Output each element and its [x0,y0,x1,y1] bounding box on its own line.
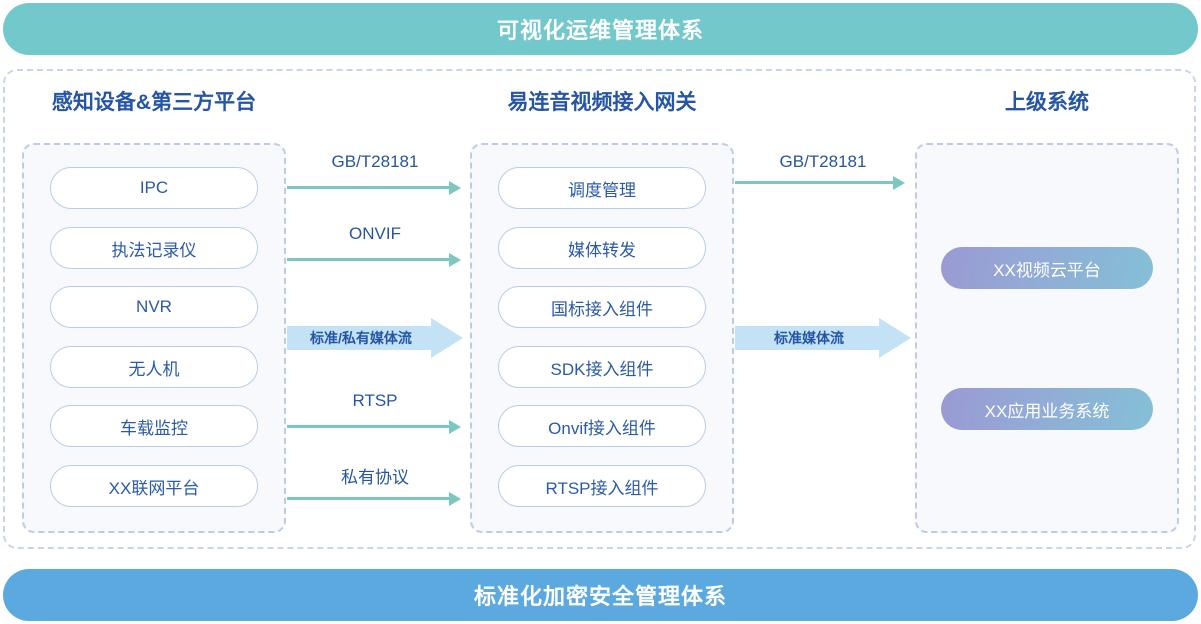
connector-arrowhead-private-protocol [449,491,461,506]
connector-line-gbt28181-right [735,181,893,184]
connector-block-arrow-label-mixed-media-stream: 标准/私有媒体流 [310,330,412,346]
connector-line-private-protocol [287,497,449,500]
column-title-right: 上级系统 [1005,91,1089,114]
connector-label-gbt28181-left: GB/T28181 [331,152,419,171]
connector-line-gbt28181-left [287,186,449,189]
column-title-left: 感知设备&第三方平台 [51,91,257,114]
connector-label-private-protocol: 私有协议 [341,468,409,487]
device-item-vehicle-monitor[interactable]: 车载监控 [50,405,258,447]
upper-system-item-application-business-system[interactable]: XX应用业务系统 [941,388,1153,430]
bottom-banner-label: 标准化加密安全管理体系 [473,584,727,609]
connector-label-onvif: ONVIF [349,224,401,243]
connector-label-gbt28181-right: GB/T28181 [779,152,867,171]
device-item-nvr[interactable]: NVR [50,286,258,328]
top-banner: 可视化运维管理体系 [3,3,1198,55]
connector-label-rtsp: RTSP [352,391,398,410]
device-item-xx-network-platform[interactable]: XX联网平台 [50,465,258,507]
device-item-law-recorder[interactable]: 执法记录仪 [50,227,258,269]
gateway-item-media-forwarding[interactable]: 媒体转发 [498,227,706,269]
device-item-drone[interactable]: 无人机 [50,346,258,388]
connector-block-arrow-label-standard-media-stream: 标准媒体流 [774,330,844,346]
connector-arrowhead-gbt28181-right [893,175,905,190]
connector-line-onvif [287,258,449,261]
gateway-item-onvif-access-component[interactable]: Onvif接入组件 [498,405,706,447]
top-banner-label: 可视化运维管理体系 [496,18,704,43]
connector-block-arrow-standard-media-stream: 标准媒体流 [735,318,911,358]
gateway-item-rtsp-access-component[interactable]: RTSP接入组件 [498,465,706,507]
gateway-item-gb-access-component[interactable]: 国标接入组件 [498,286,706,328]
bottom-banner: 标准化加密安全管理体系 [3,569,1198,621]
upper-system-item-video-cloud-platform[interactable]: XX视频云平台 [941,247,1153,289]
device-item-ipc[interactable]: IPC [50,167,258,209]
connector-arrowhead-gbt28181-left [449,180,461,195]
connector-block-arrow-mixed-media-stream: 标准/私有媒体流 [287,318,463,358]
connector-arrowhead-rtsp [449,419,461,434]
connector-arrowhead-onvif [449,252,461,267]
connector-line-rtsp [287,425,449,428]
column-box-right [915,143,1179,533]
gateway-item-dispatch-management[interactable]: 调度管理 [498,167,706,209]
gateway-item-sdk-access-component[interactable]: SDK接入组件 [498,346,706,388]
column-title-middle: 易连音视频接入网关 [507,91,697,114]
